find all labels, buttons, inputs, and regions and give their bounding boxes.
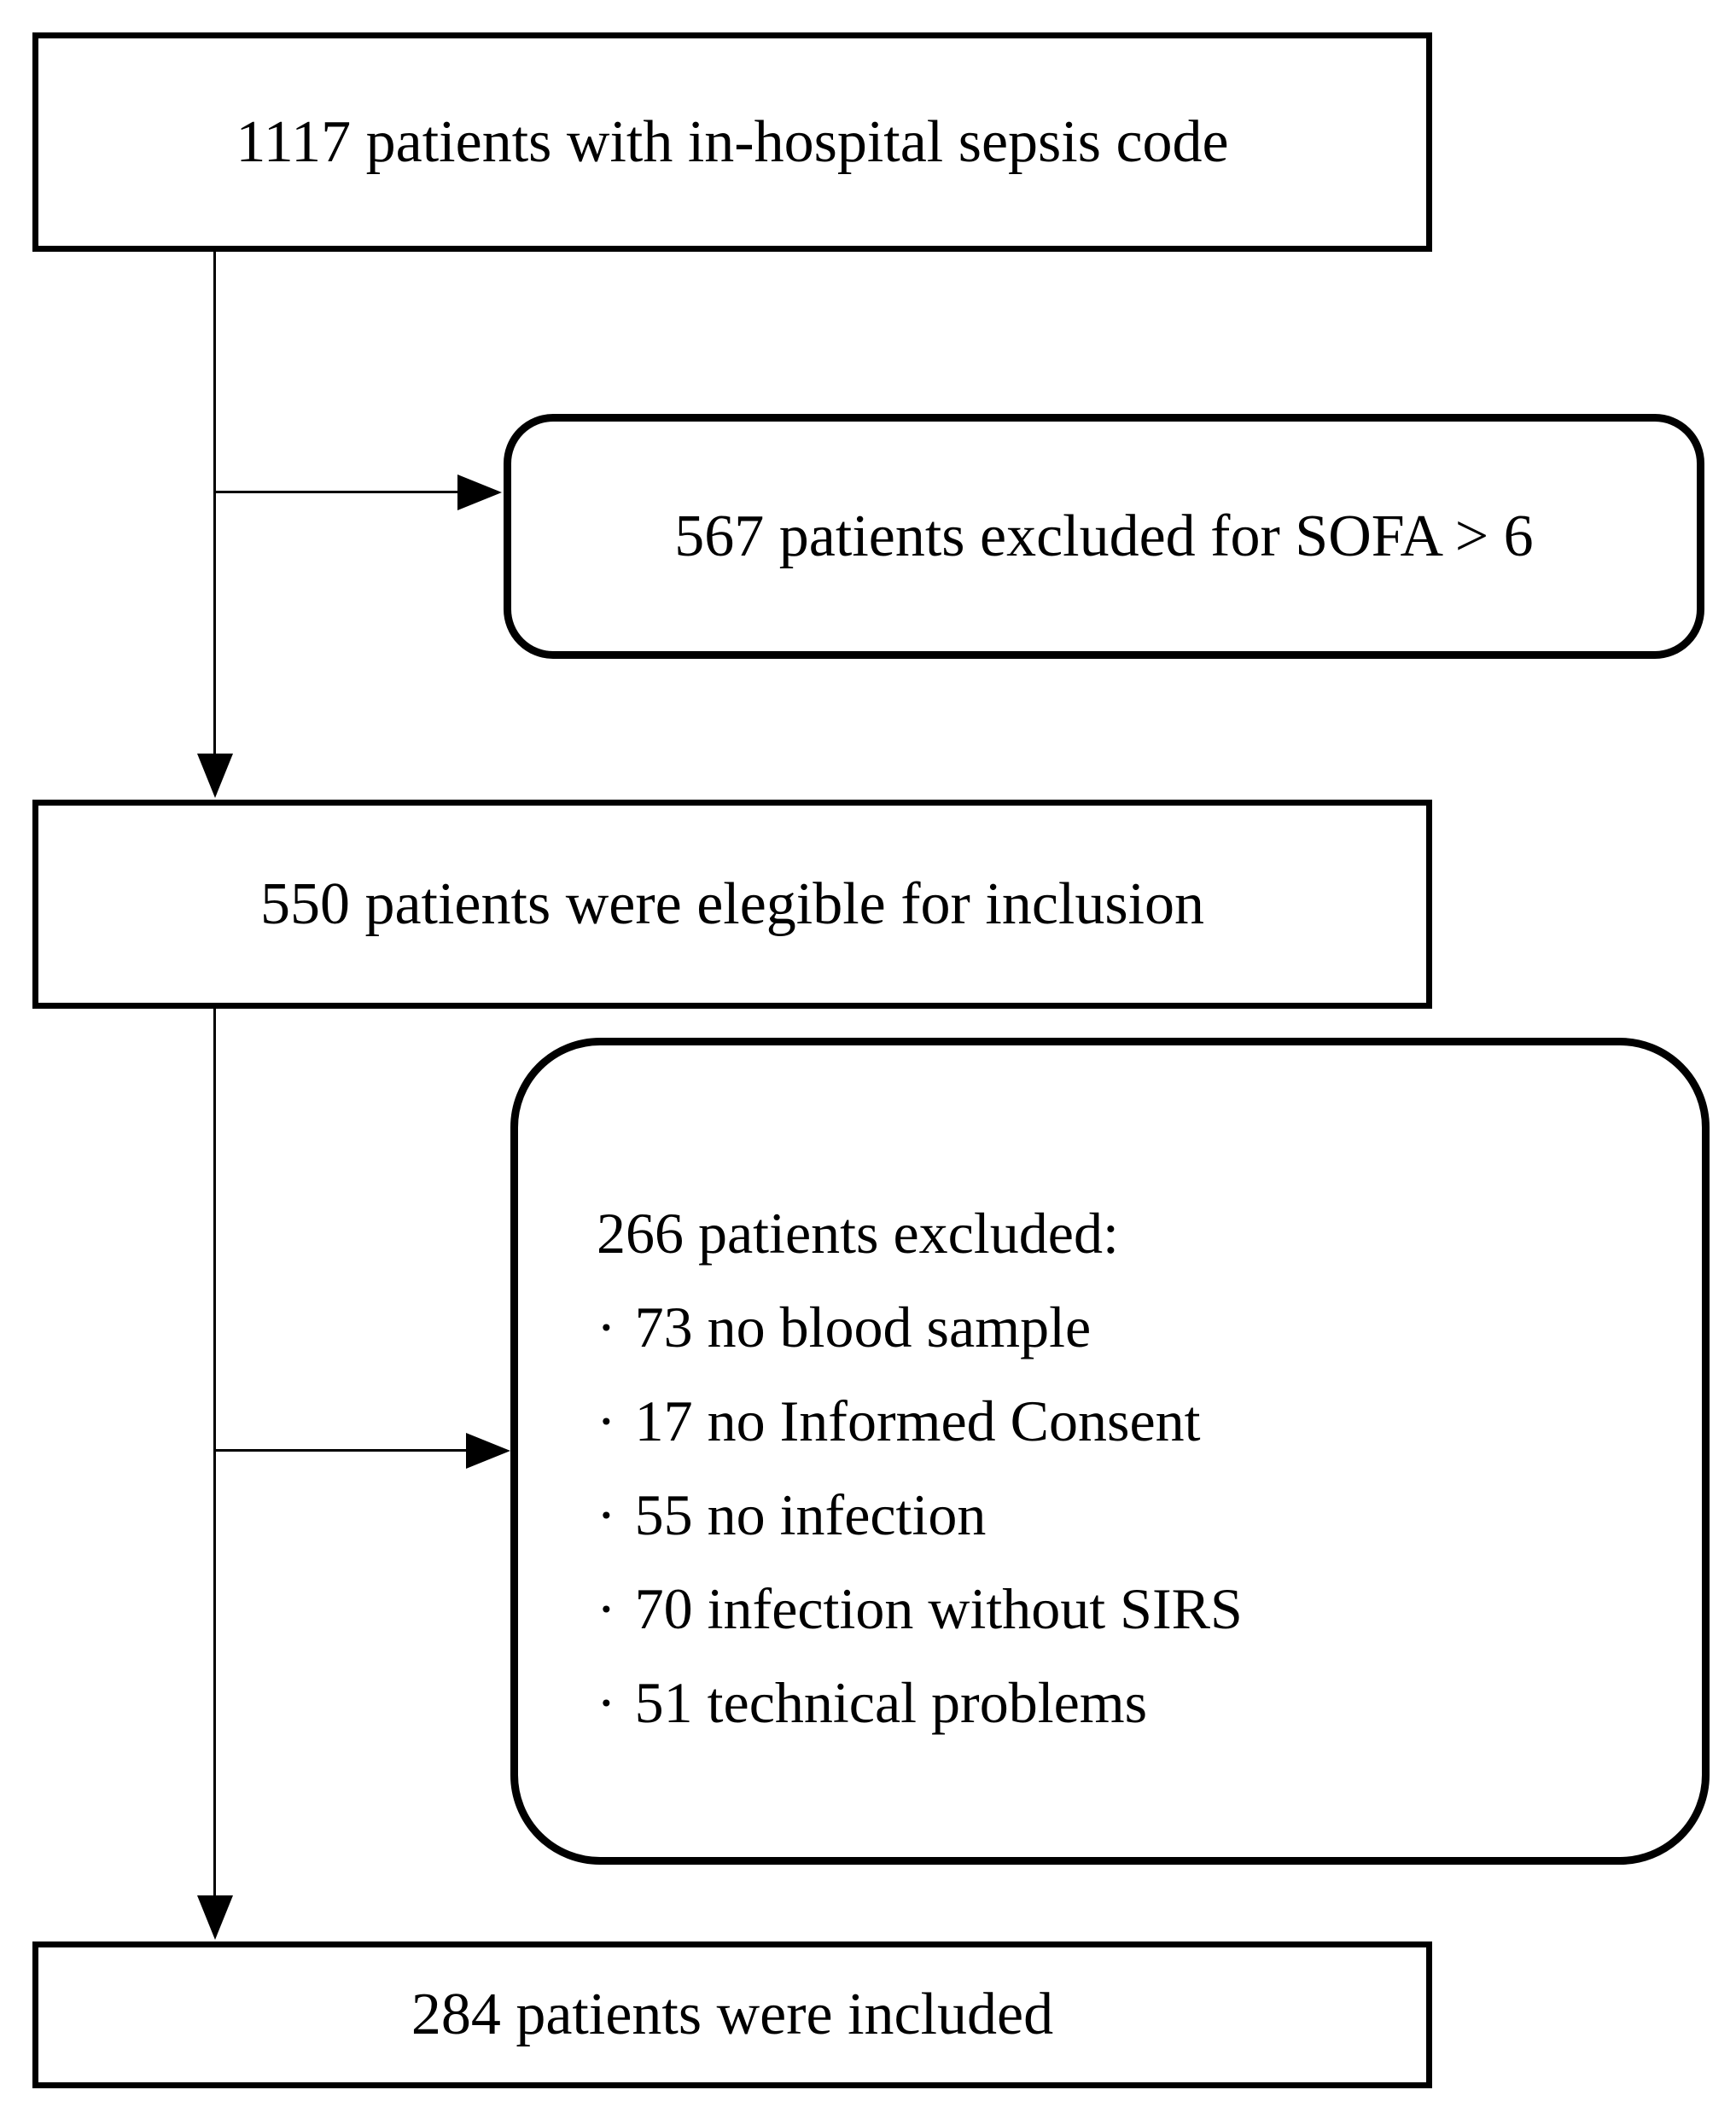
list-item: · 73 no blood sample [597, 1280, 1668, 1374]
list-item: · 55 no infection [597, 1468, 1668, 1562]
box-eligible: 550 patients were elegible for inclusion [32, 800, 1432, 1009]
list-item-label: 17 no Informed Consent [634, 1388, 1201, 1453]
list-item-label: 55 no infection [634, 1482, 987, 1547]
list-item-label: 73 no blood sample [634, 1294, 1092, 1359]
box-eligible-label: 550 patients were elegible for inclusion [259, 870, 1205, 937]
list-item: · 70 infection without SIRS [597, 1562, 1668, 1656]
excluded-266-heading: 266 patients excluded: [597, 1200, 1119, 1266]
arrowhead-right-to-excluded-icon [466, 1433, 510, 1469]
box-included: 284 patients were included [32, 1941, 1432, 2088]
bullet-icon: · [597, 1294, 616, 1359]
arrow-line-eligible-to-included [213, 1007, 216, 1899]
arrow-line-branch-sofa [215, 491, 463, 493]
arrowhead-right-to-sofa-icon [457, 474, 502, 510]
arrowhead-down-to-eligible-icon [197, 754, 233, 798]
box-sepsis-code-label: 1117 patients with in-hospital sepsis co… [236, 108, 1229, 175]
box-sepsis-code: 1117 patients with in-hospital sepsis co… [32, 32, 1432, 252]
box-excluded-266: 266 patients excluded: · 73 no blood sam… [510, 1038, 1710, 1865]
box-excluded-sofa: 567 patients excluded for SOFA > 6 [504, 414, 1704, 659]
arrowhead-down-to-included-icon [197, 1895, 233, 1940]
bullet-icon: · [597, 1388, 616, 1453]
arrow-line-branch-excluded [215, 1449, 468, 1452]
excluded-266-list: 266 patients excluded: · 73 no blood sam… [518, 1045, 1702, 1749]
bullet-icon: · [597, 1669, 616, 1735]
list-item: · 17 no Informed Consent [597, 1374, 1668, 1468]
list-item: · 51 technical problems [597, 1656, 1668, 1749]
box-excluded-sofa-label: 567 patients excluded for SOFA > 6 [674, 503, 1534, 569]
box-included-label: 284 patients were included [411, 1982, 1054, 2047]
arrow-line-top-to-eligible [213, 250, 216, 762]
list-item-label: 51 technical problems [634, 1669, 1148, 1735]
list-item-label: 70 infection without SIRS [634, 1575, 1243, 1641]
bullet-icon: · [597, 1575, 616, 1641]
bullet-icon: · [597, 1482, 616, 1547]
